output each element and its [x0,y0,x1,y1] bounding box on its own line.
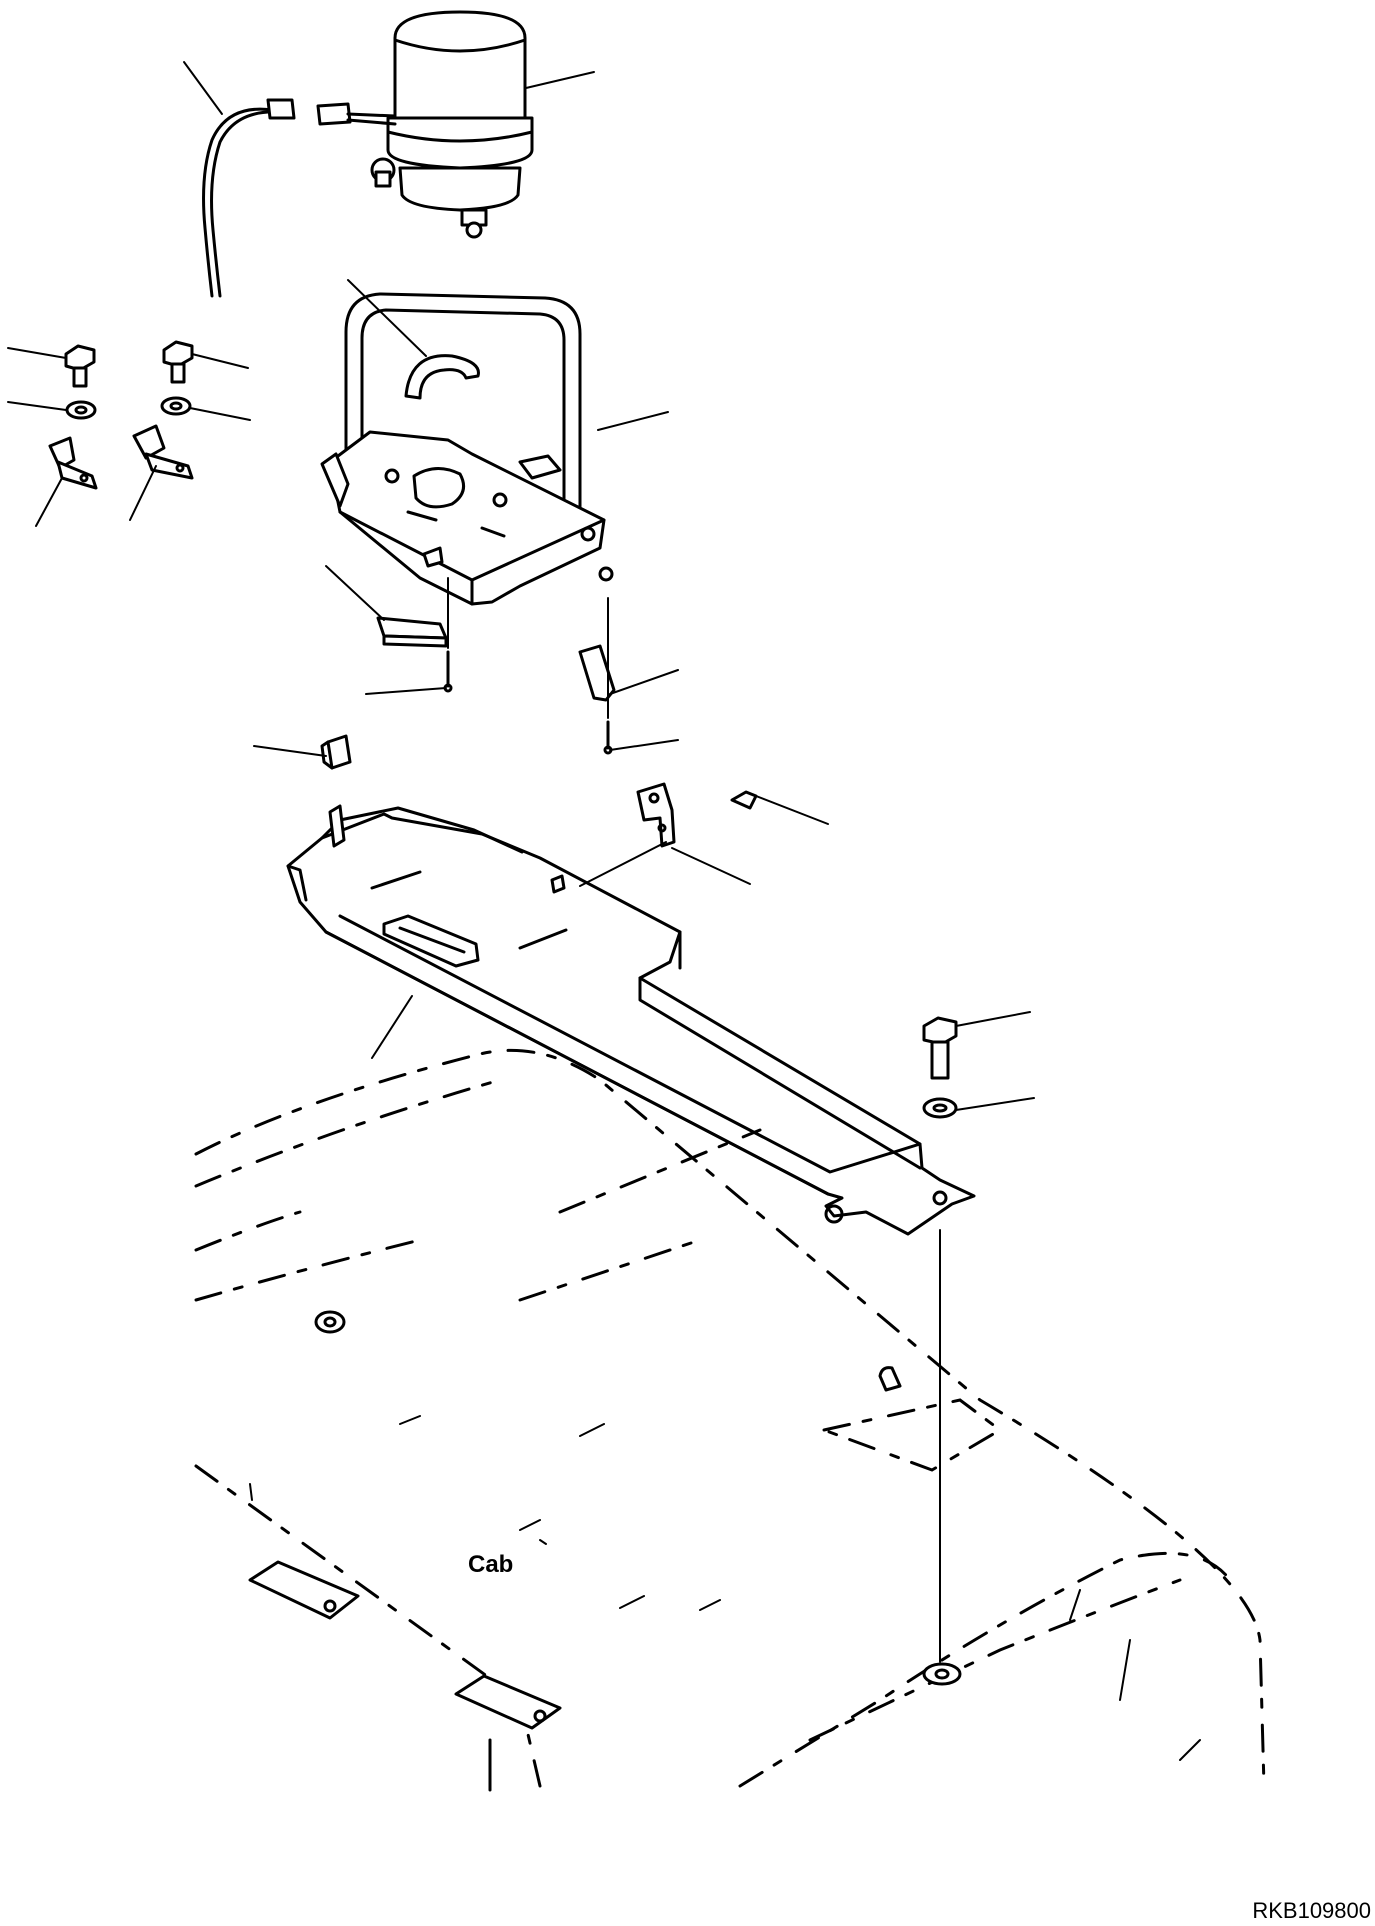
bolt-left-1 [64,344,96,388]
figure-code: RKB109800 [1252,1898,1371,1923]
cover [286,804,976,1236]
assembly-lines [447,577,941,1663]
pin-right [603,720,613,755]
pin-left [443,650,453,693]
wiring-harness [202,98,397,298]
washer-left-2 [160,396,192,416]
beacon-lamp [370,10,534,239]
leader-lines [7,61,1035,1111]
bolt-right [922,1016,958,1080]
hinge-bracket [636,782,676,848]
cab-marking: Cab [468,1551,513,1578]
bolt-left-2 [162,340,194,384]
cab-roof: Cab [194,1048,1266,1792]
cushion [320,734,352,770]
lamp-bracket [320,292,614,606]
clip-left-1 [48,436,98,490]
u-clamp [404,354,480,400]
washer-left-1 [65,400,97,420]
screw-small [730,790,758,810]
clip-left-2 [132,424,194,480]
plate-small [376,616,448,648]
washer-right [922,1097,958,1119]
